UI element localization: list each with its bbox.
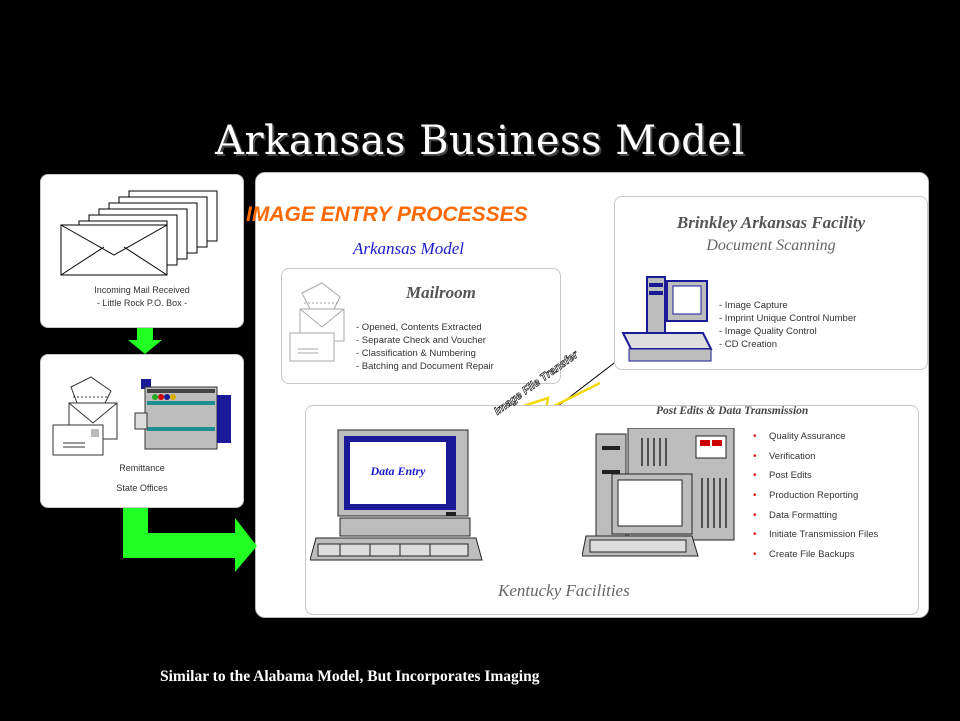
- incoming-mail-line2: - Little Rock P.O. Box -: [96, 298, 188, 308]
- mailroom-box: Mailroom - Opened, Contents Extracted - …: [281, 268, 561, 384]
- brinkley-item: - Image Quality Control: [719, 326, 817, 337]
- mailroom-item: - Batching and Document Repair: [356, 361, 494, 372]
- mail-machine-icon: [134, 379, 231, 450]
- data-entry-computer-icon: [310, 429, 483, 561]
- post-edits-item: Production Reporting: [753, 489, 878, 509]
- post-edits-item: Verification: [753, 450, 878, 470]
- brinkley-item: - Imprint Unique Control Number: [719, 313, 857, 324]
- mailroom-item: - Separate Check and Voucher: [356, 335, 486, 346]
- mailroom-title: Mailroom: [406, 283, 476, 302]
- brinkley-title: Brinkley Arkansas Facility: [676, 213, 866, 232]
- mailroom-item: - Classification & Numbering: [356, 348, 476, 359]
- right-arrow: [123, 505, 257, 572]
- down-arrow: [128, 327, 162, 354]
- brinkley-item: - Image Capture: [719, 300, 788, 311]
- post-edits-item: Quality Assurance: [753, 430, 878, 450]
- server-computer-icon: [582, 428, 735, 557]
- mailroom-list: - Opened, Contents Extracted - Separate …: [356, 321, 494, 373]
- brinkley-box: Brinkley Arkansas Facility Document Scan…: [614, 196, 928, 370]
- kentucky-label: Kentucky Facilities: [498, 581, 630, 600]
- brinkley-list: - Image Capture - Imprint Unique Control…: [719, 299, 856, 351]
- data-entry-label: Data Entry: [370, 464, 426, 478]
- post-edits-title: Post Edits & Data Transmission: [656, 405, 809, 417]
- post-edits-list: Quality Assurance Verification Post Edit…: [753, 430, 878, 568]
- scanner-computer-icon: [621, 276, 713, 362]
- brinkley-item: - CD Creation: [719, 339, 778, 350]
- mailroom-envelope-icon: [289, 282, 345, 362]
- footer-caption: Similar to the Alabama Model, But Incorp…: [160, 668, 540, 685]
- arkansas-model-subheading: Arkansas Model: [353, 239, 464, 258]
- slide-title: Arkansas Business Model: [215, 118, 745, 164]
- incoming-mail-box: Incoming Mail Received - Little Rock P.O…: [40, 174, 244, 328]
- mailroom-item: - Opened, Contents Extracted: [356, 322, 482, 333]
- envelopes-icon: [60, 190, 218, 276]
- brinkley-subtitle: Document Scanning: [706, 237, 836, 254]
- post-edits-item: Data Formatting: [753, 509, 878, 529]
- image-entry-heading: IMAGE ENTRY PROCESSES: [246, 203, 528, 226]
- mail-envelope-icon: [52, 376, 118, 456]
- post-edits-item: Create File Backups: [753, 548, 878, 568]
- state-offices-label: State Offices: [116, 483, 168, 493]
- post-edits-item: Initiate Transmission Files: [753, 528, 878, 548]
- remittance-box: Remittance State Offices: [40, 354, 244, 508]
- post-edits-item: Post Edits: [753, 469, 878, 489]
- remittance-label: Remittance: [119, 463, 165, 473]
- incoming-mail-line1: Incoming Mail Received: [94, 285, 190, 295]
